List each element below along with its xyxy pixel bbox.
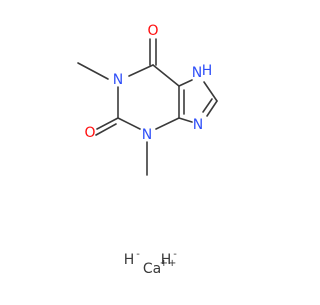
structure-diagram: O N O N N H N H - H - Ca ++ xyxy=(77,23,218,277)
bond-c8-n9-2 xyxy=(202,98,213,113)
calcium-ion-symbol: Ca xyxy=(143,261,161,277)
bond-n7-c8 xyxy=(203,81,218,102)
nitrogen-atom-n7: N xyxy=(192,65,202,81)
bond-n9-c4 xyxy=(178,117,193,123)
hydride-ion-2-symbol: H xyxy=(161,252,172,268)
bond-n1-methyl xyxy=(77,62,109,80)
bond-c8-n9-1 xyxy=(206,100,218,117)
oxygen-atom-top: O xyxy=(147,23,158,39)
oxygen-atom-left: O xyxy=(84,125,95,141)
bond-c2-n3 xyxy=(117,117,141,130)
hydride-ion-1-symbol: H xyxy=(124,252,135,268)
calcium-ion-charge: ++ xyxy=(160,258,177,269)
hydrogen-atom-n7: H xyxy=(202,63,213,79)
counter-ions: H - H - Ca ++ xyxy=(124,249,177,277)
bond-c5-n7 xyxy=(178,79,193,87)
bond-c5-c6 xyxy=(152,64,180,87)
bond-n3-c4 xyxy=(155,117,180,130)
structure-canvas: O N O N N H N H - H - Ca ++ xyxy=(77,23,218,277)
bond-c6-n1 xyxy=(128,64,154,77)
nitrogen-atom-n3: N xyxy=(142,127,152,143)
atom-labels: O N O N N H N xyxy=(84,23,212,143)
hydride-ion-2-charge: - xyxy=(173,249,177,260)
bond-c2-o-1 xyxy=(96,117,119,130)
bond-c2-o-2 xyxy=(95,123,117,136)
bonds xyxy=(77,38,218,176)
nitrogen-atom-n9: N xyxy=(193,117,203,133)
hydride-ion-1-charge: - xyxy=(136,249,140,260)
nitrogen-atom-n1: N xyxy=(113,72,123,88)
